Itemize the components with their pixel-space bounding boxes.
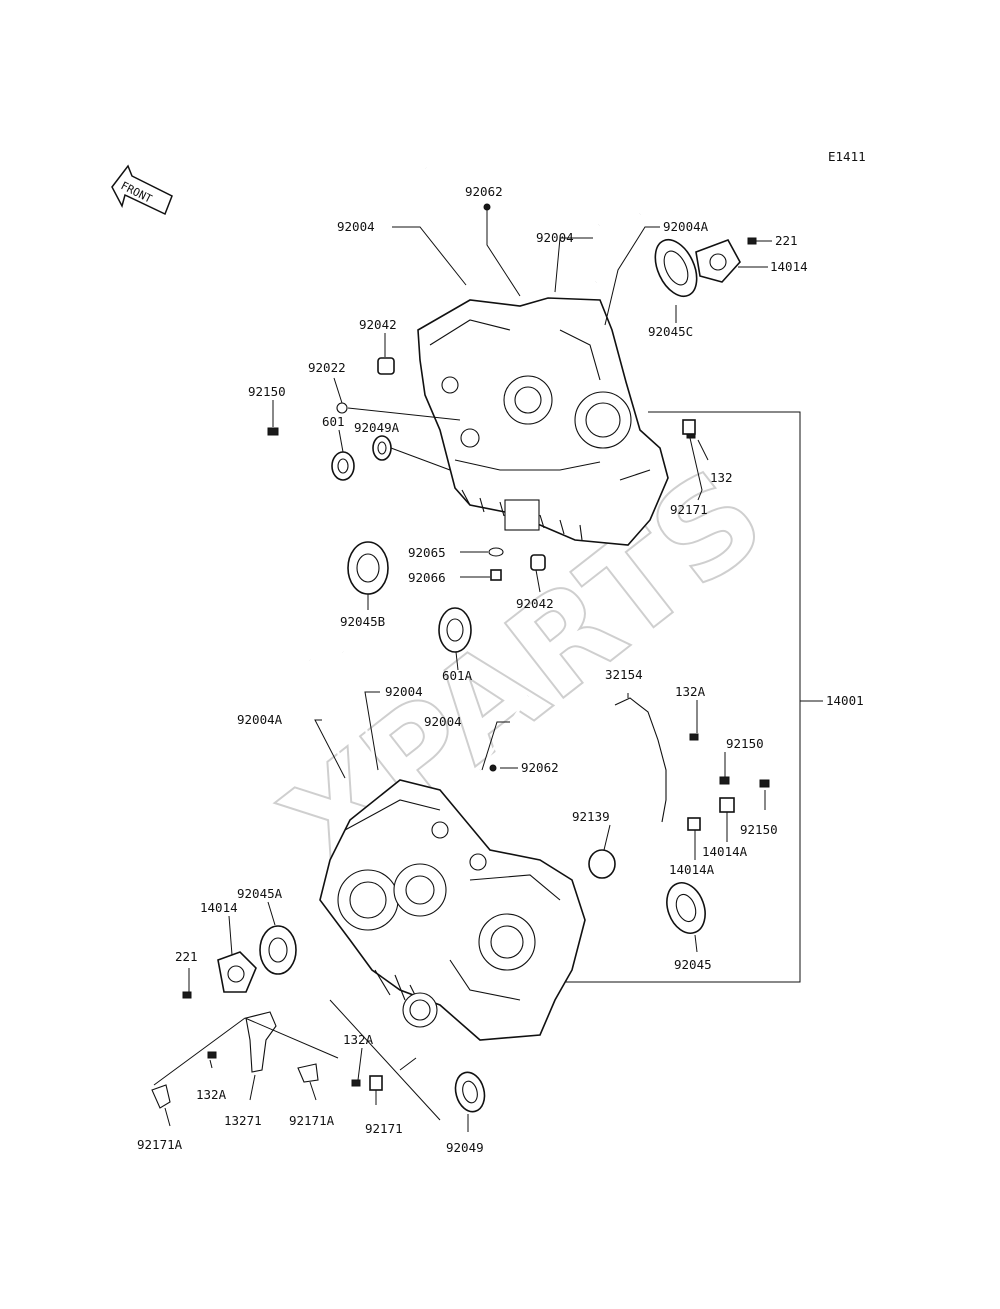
- callout-601a: 601A: [442, 668, 473, 683]
- callout-92150-lower-a: 92150: [726, 736, 764, 751]
- callout-92004a-lower: 92004A: [237, 712, 283, 727]
- callout-92049: 92049: [446, 1140, 484, 1155]
- callout-132a-upper: 132A: [675, 684, 706, 699]
- callout-92171a-right: 92171A: [289, 1113, 335, 1128]
- callout-92171-lower: 92171: [365, 1121, 403, 1136]
- callout-92004-upper-long: 92004: [337, 219, 375, 234]
- callout-92066: 92066: [408, 570, 446, 585]
- callout-92049a: 92049A: [354, 420, 400, 435]
- callout-92139: 92139: [572, 809, 610, 824]
- upper-crankcase-half: [417, 297, 669, 546]
- diagram-code: E1411: [828, 149, 866, 164]
- callout-92065: 92065: [408, 545, 446, 560]
- callout-92150-upper: 92150: [248, 384, 286, 399]
- callout-92045c: 92045C: [648, 324, 693, 339]
- callout-92171a-left: 92171A: [137, 1137, 183, 1152]
- callout-labels: 92004 92062 92004 92004A 221 14014 92045…: [137, 184, 864, 1155]
- callout-92045b: 92045B: [340, 614, 385, 629]
- callout-221-lower: 221: [175, 949, 198, 964]
- callout-92045: 92045: [674, 957, 712, 972]
- callout-32154: 32154: [605, 667, 643, 682]
- callout-92171-upper: 92171: [670, 502, 708, 517]
- callout-221-upper: 221: [775, 233, 798, 248]
- callout-13271: 13271: [224, 1113, 262, 1128]
- callout-132a-lower-left: 132A: [196, 1087, 227, 1102]
- callout-14014-lower: 14014: [200, 900, 238, 915]
- callout-92042-lower: 92042: [516, 596, 554, 611]
- callout-92062-upper: 92062: [465, 184, 503, 199]
- callout-601: 601: [322, 414, 345, 429]
- callout-92004-upper-short: 92004: [536, 230, 574, 245]
- bearings-and-small-parts: [151, 203, 770, 1113]
- leader-lines: [153, 205, 823, 1132]
- callout-132a-lower-right: 132A: [343, 1032, 374, 1047]
- callout-14014a-a: 14014A: [702, 844, 748, 859]
- callout-14001: 14001: [826, 693, 864, 708]
- callout-92004a-upper: 92004A: [663, 219, 709, 234]
- callout-92045a: 92045A: [237, 886, 283, 901]
- callout-92062-lower: 92062: [521, 760, 559, 775]
- callout-14014a-b: 14014A: [669, 862, 715, 877]
- callout-92004-lower-short: 92004: [424, 714, 462, 729]
- lower-crankcase-half: [319, 779, 586, 1041]
- callout-92042-upper: 92042: [359, 317, 397, 332]
- callout-14014-upper: 14014: [770, 259, 808, 274]
- callout-92022: 92022: [308, 360, 346, 375]
- stud-bolts: [308, 167, 642, 779]
- callout-92150-lower-b: 92150: [740, 822, 778, 837]
- callout-92004-lower-long: 92004: [385, 684, 423, 699]
- callout-132-upper: 132: [710, 470, 733, 485]
- front-arrow-icon: FRONT: [111, 164, 173, 216]
